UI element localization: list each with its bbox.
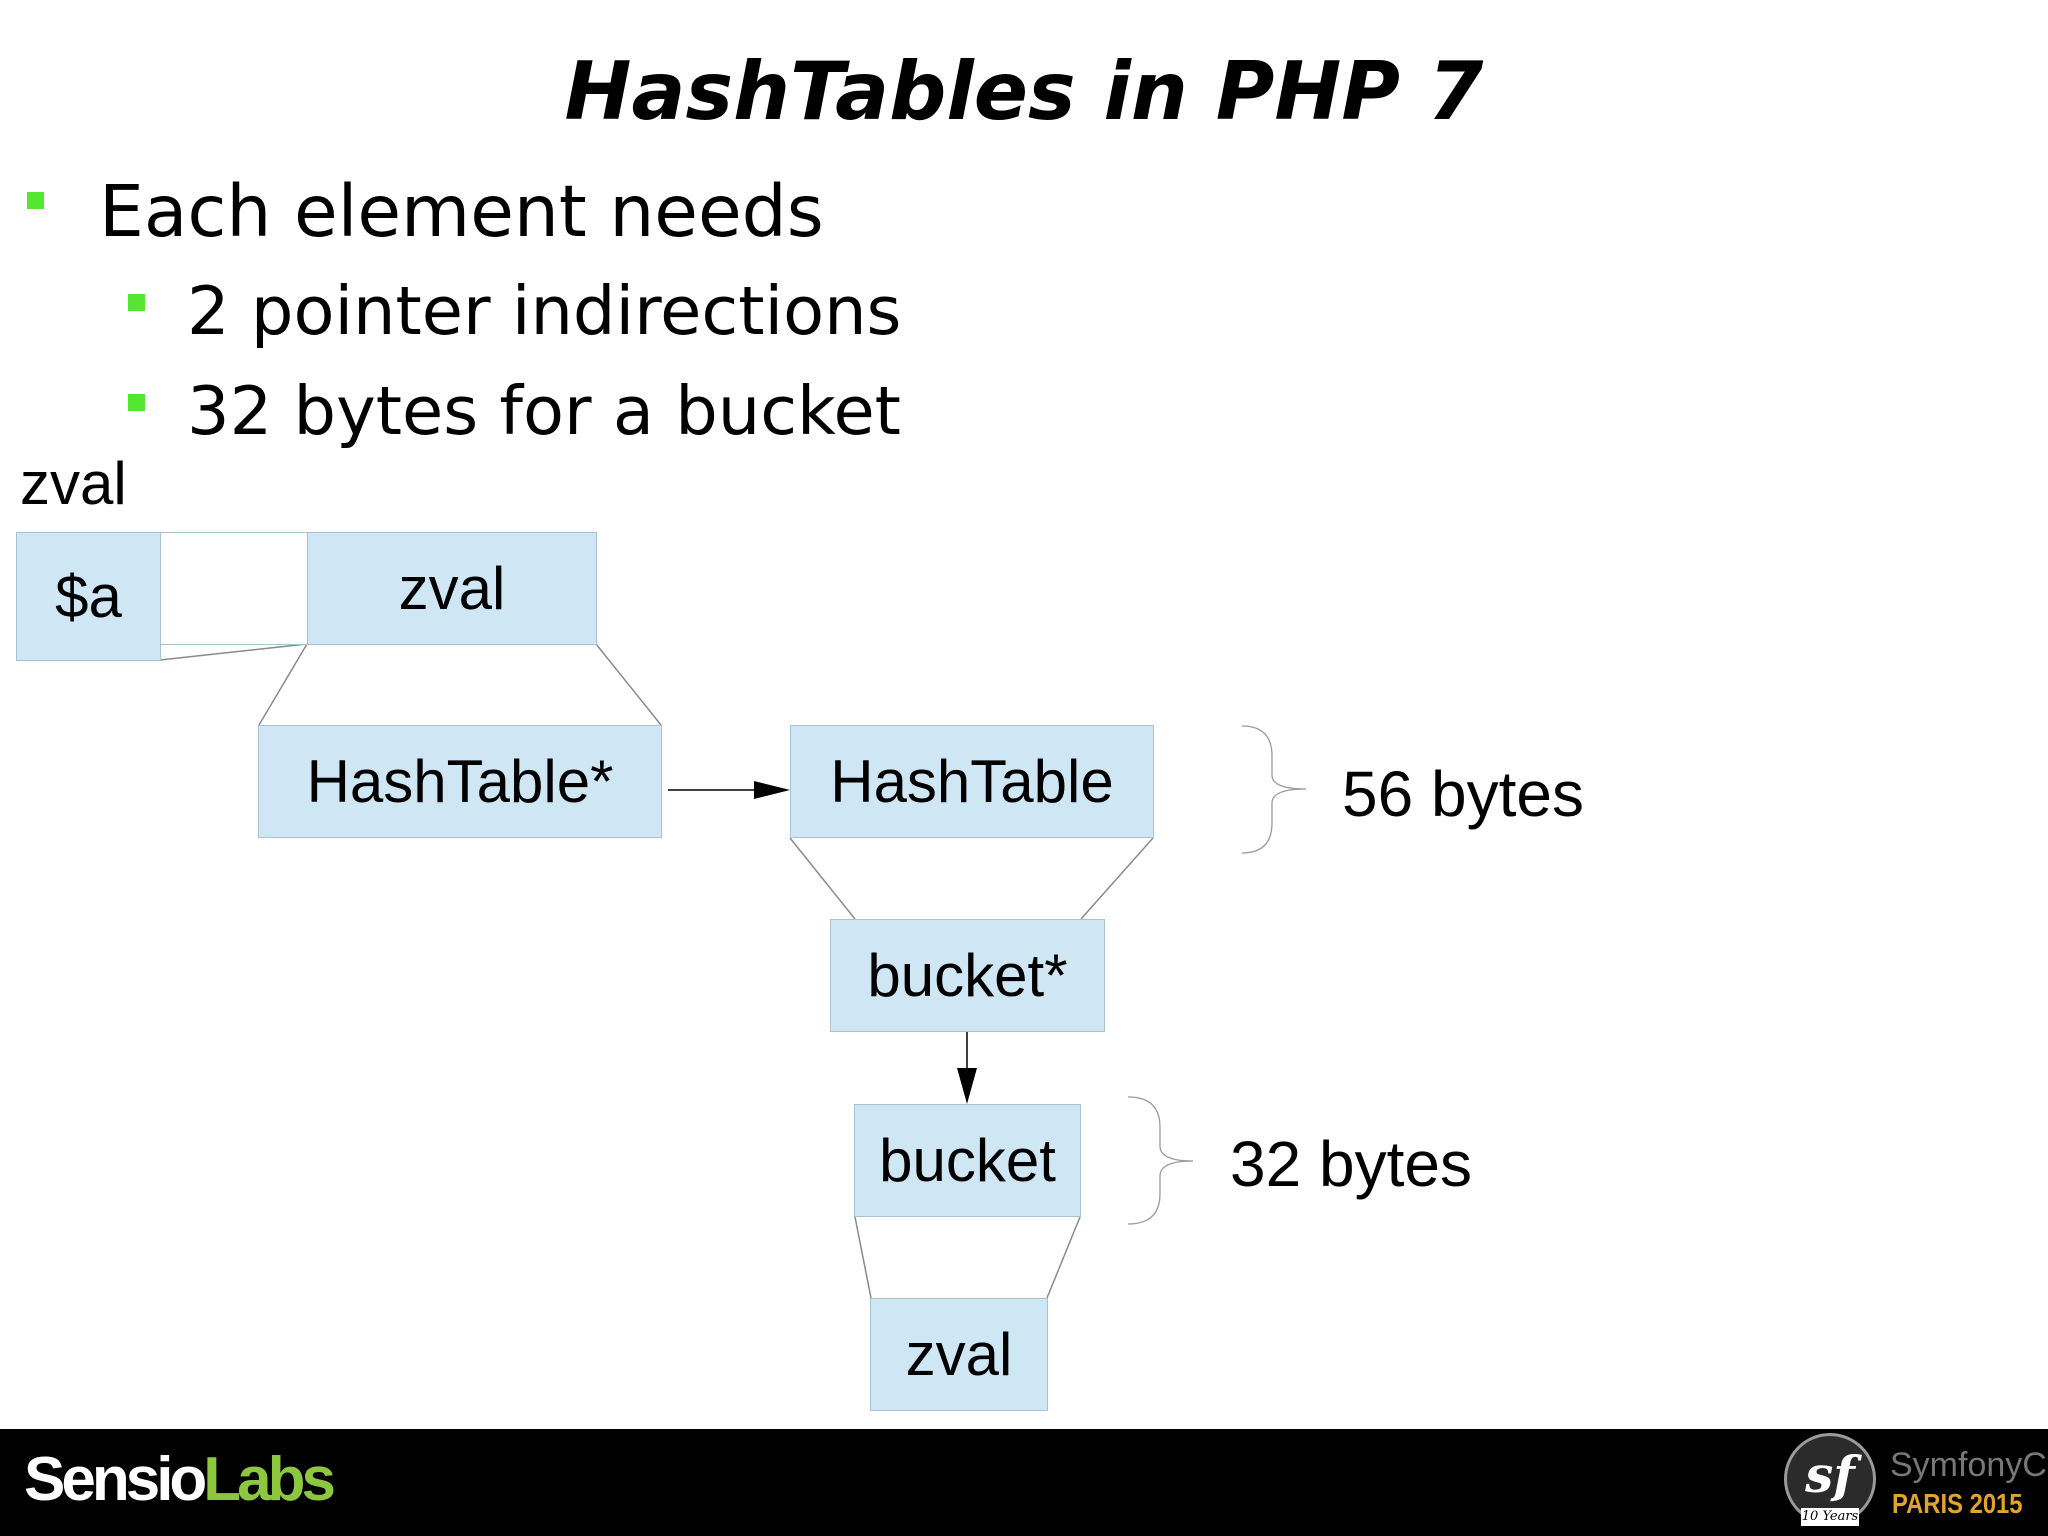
hashtable-label: HashTable: [830, 748, 1114, 815]
zval-top-box: zval: [307, 532, 597, 645]
size-bucket-label: 32 bytes: [1230, 1128, 1472, 1200]
bullet-text: Each element needs: [99, 170, 824, 253]
connector-line: [789, 837, 856, 920]
bucket-pointer-label: bucket*: [867, 942, 1068, 1009]
zval-top-label: zval: [398, 555, 506, 622]
brace-56-bytes: [1241, 725, 1307, 854]
connector-line: [159, 643, 308, 661]
zval-caption: zval: [20, 450, 127, 517]
var-a-box: $a: [16, 532, 161, 661]
bullet-text: 2 pointer indirections: [187, 272, 902, 350]
diagram-connectors: [159, 643, 1307, 1299]
bullet-square-icon: [27, 192, 44, 209]
brand-part1: Sensio: [24, 1445, 207, 1514]
pointer-slot: [160, 532, 308, 645]
zval-bottom-label: zval: [905, 1321, 1013, 1388]
sf-glyph: sf: [1805, 1445, 1855, 1504]
brace-32-bytes: [1127, 1096, 1194, 1225]
var-a-label: $a: [55, 563, 122, 630]
hashtable-pointer-label: HashTable*: [306, 748, 614, 815]
connector-line: [1046, 1216, 1081, 1299]
zval-bottom-box: zval: [870, 1298, 1048, 1411]
size-hashtable-label: 56 bytes: [1342, 758, 1584, 830]
bucket-label: bucket: [879, 1127, 1056, 1194]
brand-part2: Labs: [203, 1445, 336, 1514]
ten-years-ribbon: 10 Years: [1801, 1508, 1859, 1526]
hashtable-box: HashTable: [790, 725, 1154, 838]
connector-line: [595, 643, 662, 726]
bullet-square-icon: [128, 294, 145, 311]
bullet-text: 32 bytes for a bucket: [187, 372, 901, 450]
sensiolabs-logo: SensioLabs: [24, 1449, 336, 1511]
bullet-each-element: Each element needs: [27, 176, 824, 247]
symfonycon-name: SymfonyCon: [1890, 1446, 2048, 1484]
bucket-pointer-box: bucket*: [830, 919, 1105, 1032]
footer-bar: [0, 1429, 2048, 1536]
arrow-hashtable-head: [754, 781, 790, 799]
bullet-square-icon: [128, 394, 145, 411]
connector-line: [1080, 837, 1154, 920]
slide-title: HashTables in PHP 7: [564, 45, 1484, 138]
bucket-box: bucket: [854, 1104, 1081, 1217]
bullet-bucket-bytes: 32 bytes for a bucket: [128, 378, 901, 445]
hashtable-pointer-box: HashTable*: [258, 725, 662, 838]
connector-line: [854, 1216, 872, 1299]
symfony-sf-logo-icon: sf 10 Years: [1784, 1433, 1876, 1526]
arrow-bucket-head: [957, 1068, 977, 1104]
bullet-pointer-indirections: 2 pointer indirections: [128, 278, 901, 345]
symfonycon-city: PARIS 2015: [1892, 1488, 2023, 1519]
connector-line: [258, 643, 308, 726]
